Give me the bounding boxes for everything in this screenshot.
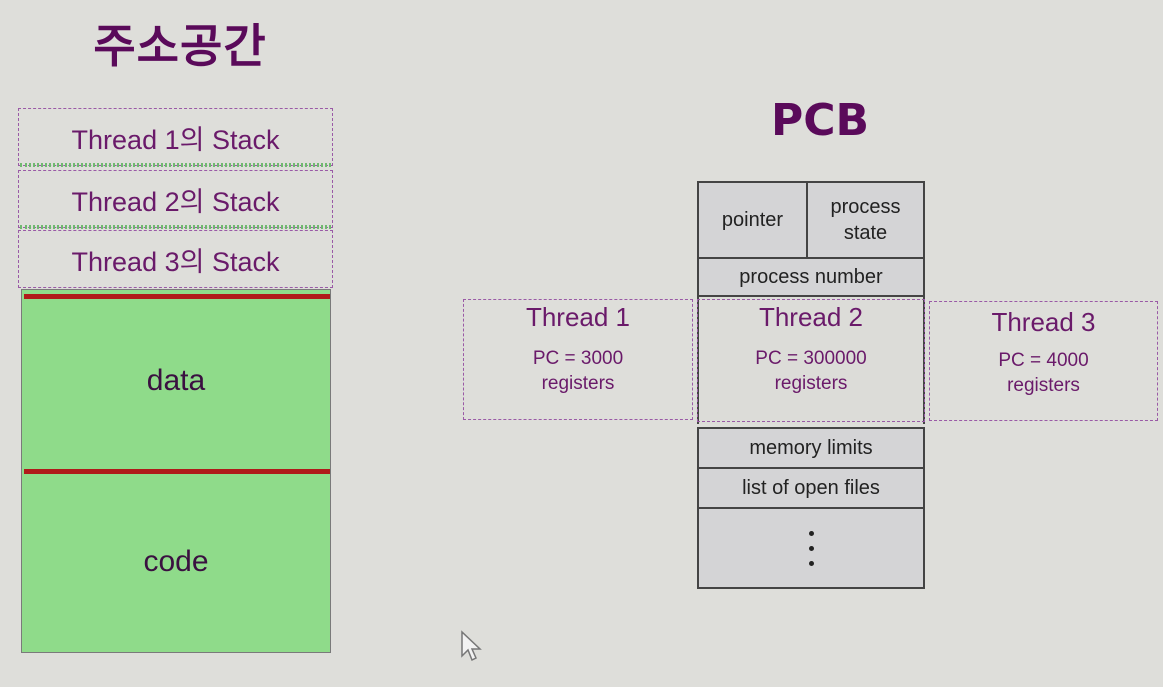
- thread-1-pc: PC = 3000: [532, 348, 624, 369]
- pcb-more-fields: [697, 507, 925, 589]
- thread-2-registers: registers: [774, 372, 848, 394]
- ellipsis-dot: [808, 545, 814, 551]
- code-segment: code: [21, 472, 331, 653]
- thread-3-pc: PC = 4000: [998, 350, 1089, 371]
- thread-2-name: Thread 2: [758, 302, 864, 332]
- pcb-title: PCB: [770, 95, 870, 146]
- open-files-label: list of open files: [742, 477, 880, 499]
- address-space-title: 주소공간: [93, 19, 267, 73]
- ellipsis-dot: [808, 530, 814, 536]
- pcb-pointer: pointer: [697, 181, 808, 259]
- thread-2-context: Thread 2 PC = 300000 registers: [697, 299, 925, 422]
- segment-divider: [24, 469, 330, 474]
- memory-limits-label: memory limits: [749, 437, 873, 459]
- pcb-process-state: process state: [806, 181, 925, 259]
- ellipsis-dot: [808, 560, 814, 566]
- code-label: code: [143, 545, 209, 578]
- thread-1-registers: registers: [541, 372, 615, 394]
- thread-1-stack: Thread 1의 Stack: [18, 108, 333, 166]
- thread-1-name: Thread 1: [525, 302, 631, 332]
- data-segment: data: [21, 289, 331, 472]
- data-label: data: [146, 364, 206, 397]
- thread-3-stack: Thread 3의 Stack: [18, 230, 333, 288]
- process-state-label: process state: [830, 196, 901, 244]
- pointer-label: pointer: [721, 209, 784, 231]
- thread-3-registers: registers: [1007, 374, 1080, 396]
- segment-divider: [24, 294, 330, 299]
- pcb-process-number: process number: [697, 257, 925, 297]
- thread-3-name: Thread 3: [991, 307, 1096, 337]
- stack-divider: [20, 225, 331, 229]
- stack-divider: [20, 163, 331, 167]
- thread-3-context: Thread 3 PC = 4000 registers: [929, 301, 1158, 421]
- thread-2-pc: PC = 300000: [755, 348, 867, 369]
- pcb-open-files: list of open files: [697, 467, 925, 509]
- thread-2-stack: Thread 2의 Stack: [18, 170, 333, 228]
- pcb-memory-limits: memory limits: [697, 427, 925, 469]
- pcb-thread-slot: [697, 297, 925, 424]
- thread-1-context: Thread 1 PC = 3000 registers: [463, 299, 693, 420]
- process-number-label: process number: [739, 266, 883, 288]
- mouse-cursor-icon: [461, 630, 482, 662]
